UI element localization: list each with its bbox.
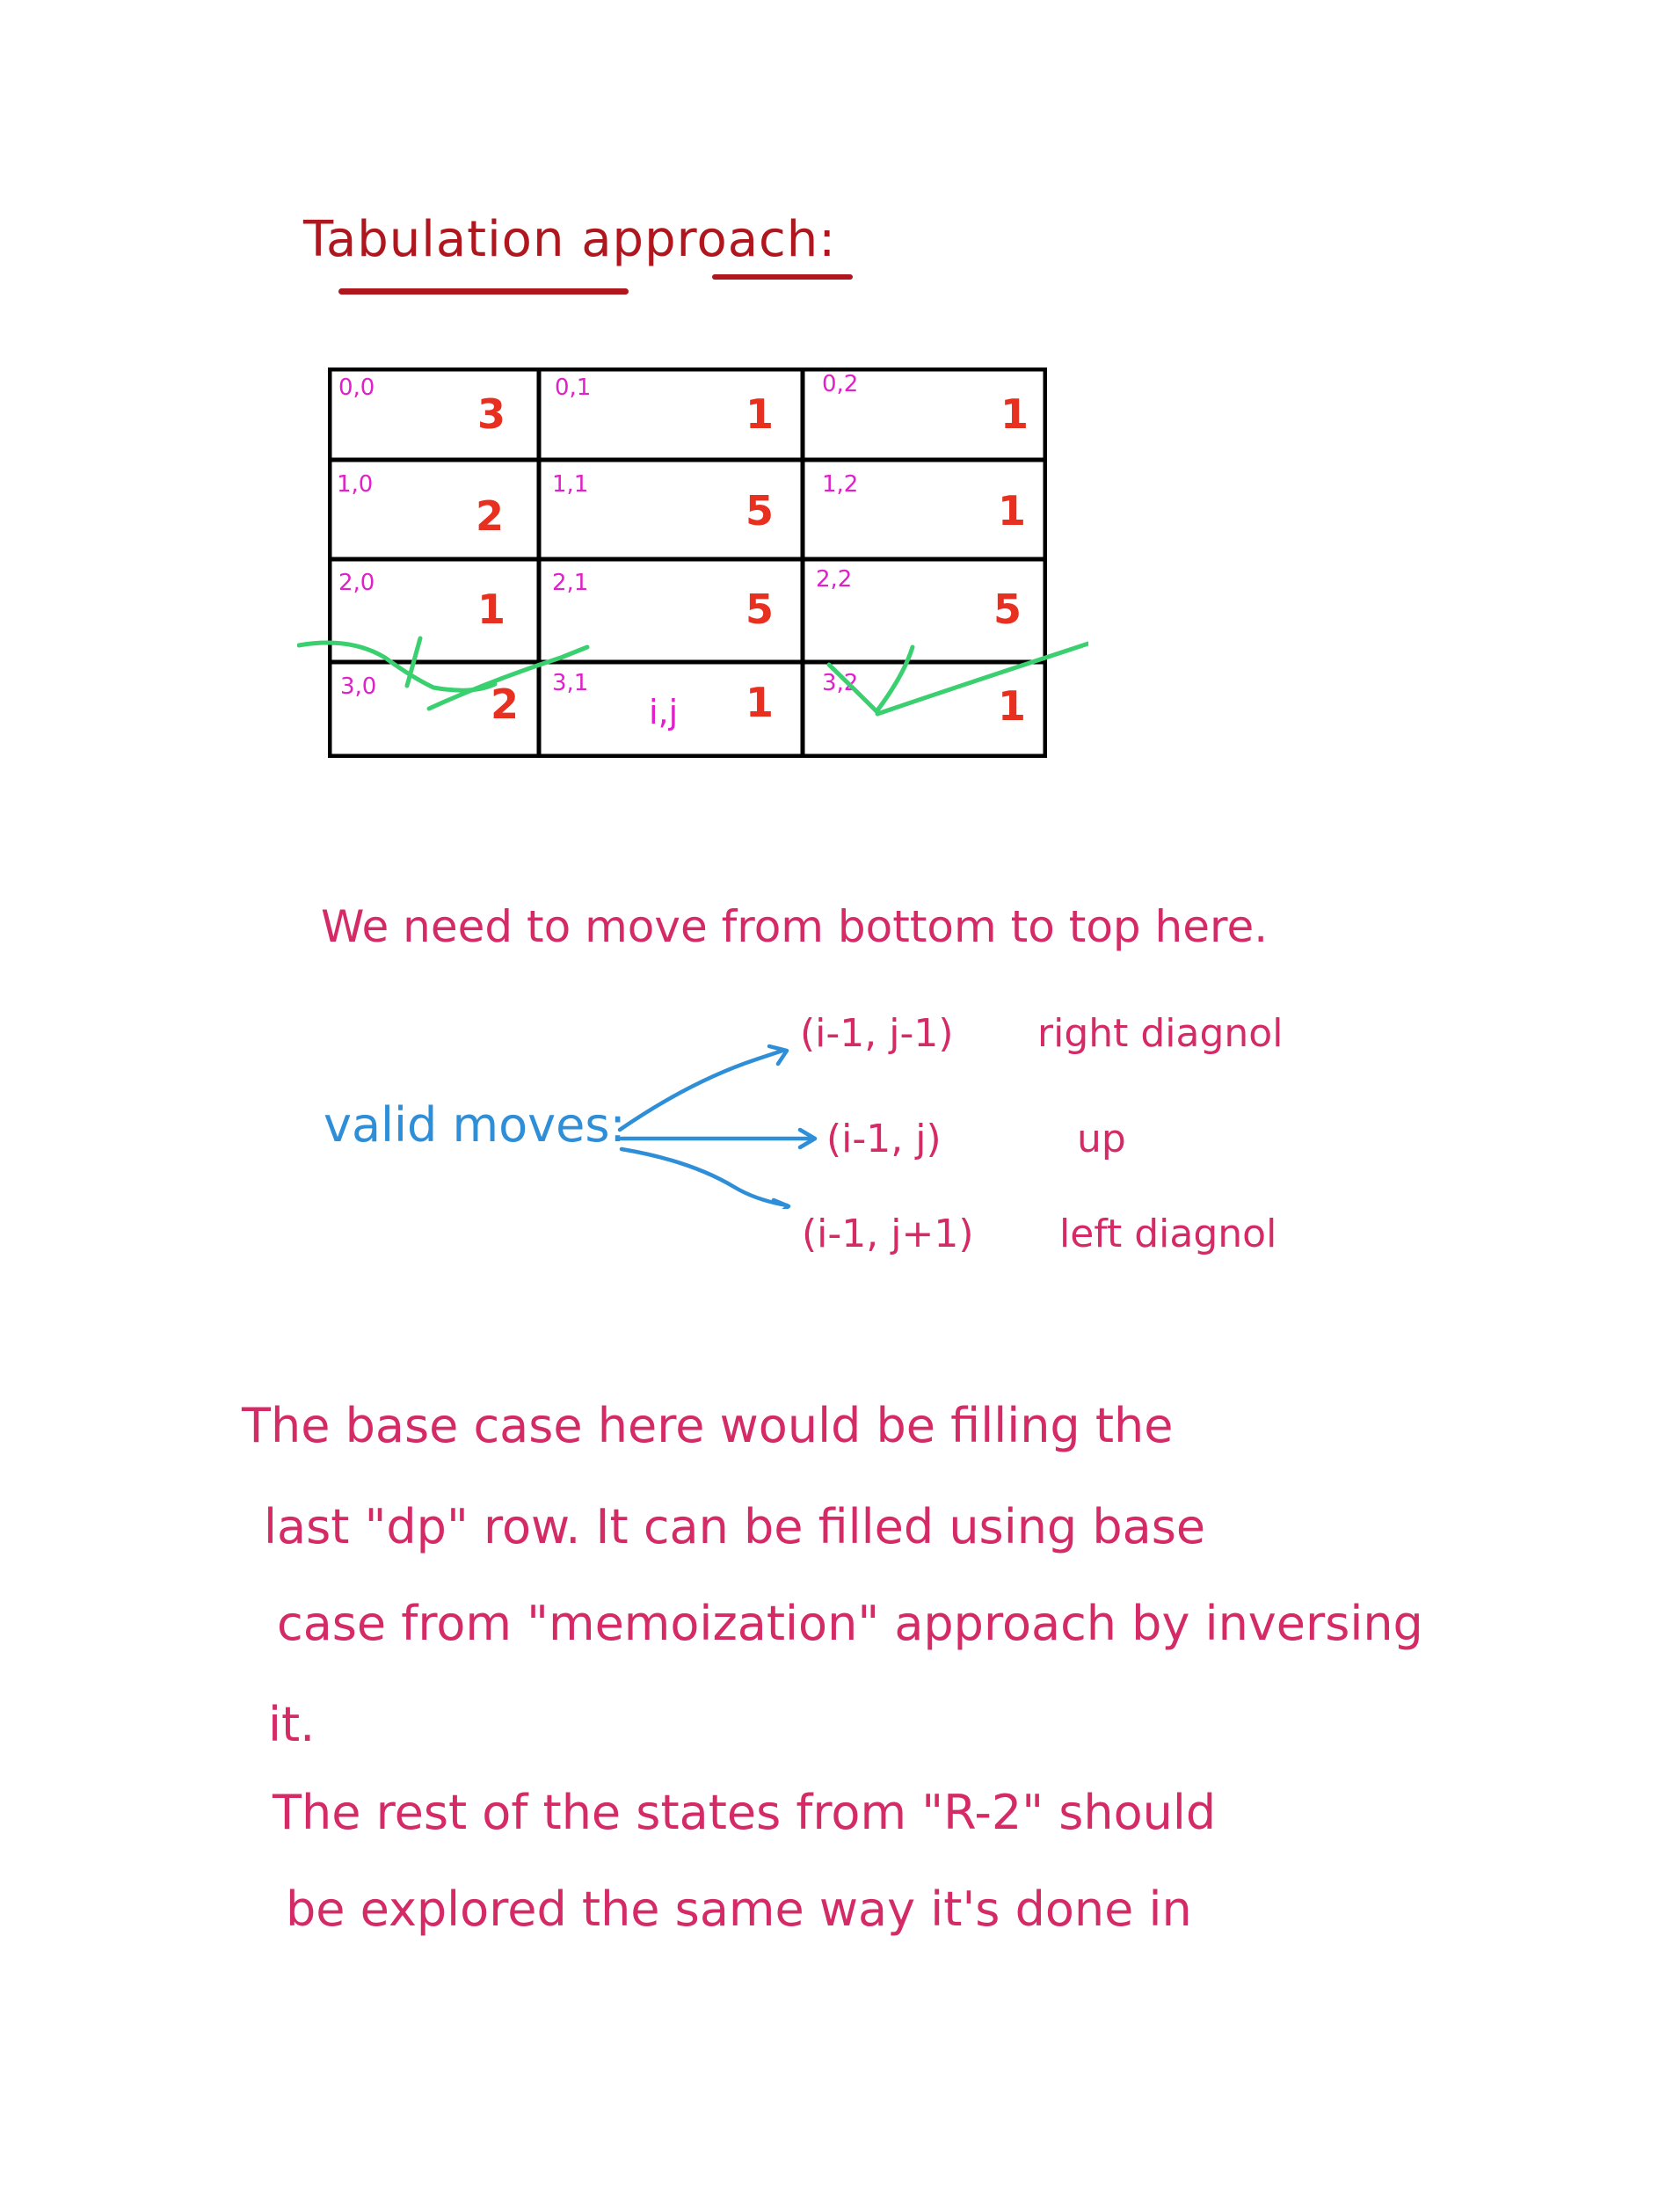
move-up-desc: up: [1077, 1117, 1126, 1161]
move-up-coords: (i-1, j): [826, 1117, 942, 1161]
paragraph1-line: it.: [268, 1697, 316, 1752]
valid-moves-label: valid moves:: [324, 1097, 626, 1153]
check-marks: [297, 636, 1088, 717]
cell-index: 2,2: [816, 566, 853, 593]
arrowhead-up: [797, 1127, 818, 1150]
paragraph2-line: The rest of the states from "R-2" should: [273, 1785, 1217, 1840]
cell-index: 1,2: [822, 471, 859, 498]
cell-index: 3,1: [552, 670, 589, 696]
cell-index: 1,0: [337, 471, 374, 498]
cell-index: 0,2: [822, 371, 859, 397]
paragraph1-line: case from "memoization" approach by inve…: [277, 1596, 1423, 1651]
cell-value: 5: [993, 586, 1022, 633]
ij-label: i,j: [649, 693, 679, 731]
arrowhead-right-diagonal: [767, 1044, 789, 1066]
arrowhead-left-diagonal: [771, 1197, 791, 1209]
cell-value: 1: [998, 487, 1027, 535]
cell-index: 1,1: [552, 471, 589, 498]
title-underline-2: [712, 274, 853, 280]
paragraph2-line: be explored the same way it's done in: [286, 1881, 1192, 1937]
cell-index: 0,1: [555, 375, 592, 401]
cell-value: 5: [745, 487, 775, 535]
cell-index: 0,0: [338, 375, 375, 401]
check-stroke-right-2: [875, 644, 915, 713]
cell-value: 1: [477, 586, 506, 633]
cell-value: 1: [745, 679, 775, 726]
move-right-diagonal-desc: right diagnol: [1037, 1011, 1284, 1056]
cell-index: 2,0: [338, 570, 375, 596]
cell-value: 2: [491, 681, 520, 728]
page-title: Tabulation approach:: [303, 211, 837, 268]
arrow-left-diagonal: [619, 1146, 789, 1208]
cell-value: 1: [1000, 390, 1029, 438]
move-right-diagonal-coords: (i-1, j-1): [800, 1011, 954, 1056]
cell-value: 1: [745, 390, 775, 438]
check-stroke-left-1: [297, 640, 498, 693]
check-stroke-right-3: [875, 641, 1088, 717]
check-stroke-left-3: [426, 644, 590, 711]
cell-value: 5: [745, 586, 775, 633]
title-underline-1: [338, 288, 629, 295]
check-stroke-right-1: [826, 662, 880, 715]
cell-index: 3,0: [340, 673, 377, 700]
arrow-right-diagonal: [617, 1048, 785, 1132]
move-left-diagonal-desc: left diagnol: [1059, 1212, 1277, 1256]
move-left-diagonal-coords: (i-1, j+1): [802, 1212, 974, 1256]
paragraph1-line: last "dp" row. It can be filled using ba…: [264, 1499, 1206, 1554]
paragraph1-line: The base case here would be filling the: [242, 1398, 1174, 1453]
moves-arrows: [617, 1044, 818, 1209]
cell-value: 3: [477, 390, 506, 438]
cell-value: 1: [998, 682, 1027, 730]
check-stroke-left-2: [404, 636, 423, 688]
cell-index: 2,1: [552, 570, 589, 596]
direction-note: We need to move from bottom to top here.: [321, 901, 1269, 952]
grid-lines: [328, 368, 1047, 758]
cell-value: 2: [476, 492, 505, 540]
dp-grid: 0,0 3 0,1 1 0,2 1 1,0 2 1,1 5 1,2 1 2,0 …: [297, 368, 1088, 758]
